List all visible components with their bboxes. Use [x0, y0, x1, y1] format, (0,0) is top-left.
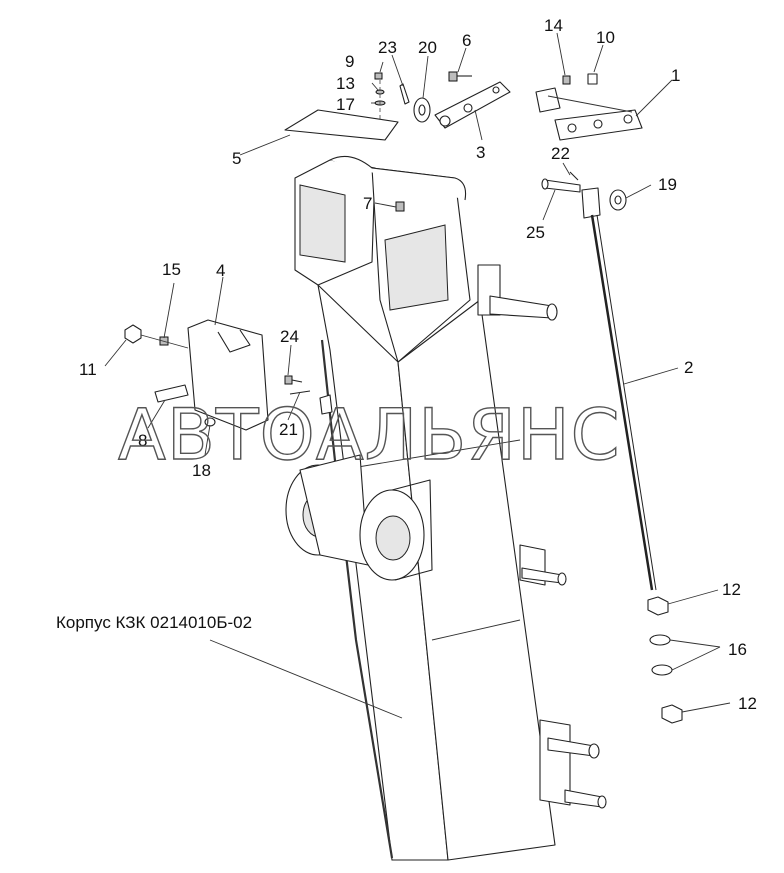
- label-3: 3: [476, 143, 485, 162]
- label-14: 14: [544, 16, 563, 35]
- part-3-bracket: [434, 81, 511, 129]
- label-2: 2: [684, 358, 693, 377]
- part-6-bolt: [448, 71, 472, 82]
- label-24: 24: [280, 327, 299, 346]
- label-21: 21: [279, 420, 298, 439]
- label-7: 7: [363, 194, 372, 213]
- part-4-side-plate: [187, 319, 269, 431]
- label-18: 18: [192, 461, 211, 480]
- assembly-caption: Корпус КЗК 0214010Б-02: [56, 613, 252, 632]
- label-23: 23: [378, 38, 397, 57]
- label-20: 20: [418, 38, 437, 57]
- part-2-rod: [581, 187, 657, 591]
- part-14-10-nuts: [562, 73, 598, 85]
- part-24-21-pin: [284, 375, 311, 395]
- leader-lines: [104, 32, 731, 719]
- label-13: 13: [336, 74, 355, 93]
- label-15: 15: [162, 260, 181, 279]
- label-6: 6: [462, 31, 471, 50]
- label-25: 25: [526, 223, 545, 242]
- label-16: 16: [728, 640, 747, 659]
- label-10: 10: [596, 28, 615, 47]
- part-15-11-fasteners: [124, 324, 189, 349]
- label-8: 8: [138, 431, 147, 450]
- part-22-25-pin: [541, 171, 581, 193]
- part-19-washer: [609, 189, 627, 211]
- label-17: 17: [336, 95, 355, 114]
- label-1: 1: [671, 66, 680, 85]
- label-9: 9: [345, 52, 354, 71]
- label-5: 5: [232, 149, 241, 168]
- part-8-18-pin: [154, 384, 216, 427]
- fasteners-9-13-17: [374, 72, 386, 120]
- label-11: 11: [79, 360, 97, 379]
- label-22: 22: [551, 144, 570, 163]
- part-23-pin: [399, 83, 410, 105]
- part-16-washers: [649, 634, 673, 676]
- part-12-nut-bottom: [661, 704, 683, 724]
- part-20-washer: [413, 97, 431, 123]
- label-19: 19: [658, 175, 677, 194]
- label-12-bottom: 12: [738, 694, 757, 713]
- part-12-nut-top: [647, 596, 669, 616]
- part-5-cover-plate: [284, 109, 399, 141]
- label-12-top: 12: [722, 580, 741, 599]
- part-7-bolt: [395, 201, 405, 212]
- part-1-lever: [535, 87, 643, 141]
- part-number-labels: 1 2 3 4 5 6 7 8 9 10 11 12 12 13 14 15 1…: [79, 16, 757, 713]
- housing-body: [285, 155, 607, 861]
- watermark-text: АВТОАЛЬЯНС: [118, 394, 620, 476]
- label-4: 4: [216, 261, 225, 280]
